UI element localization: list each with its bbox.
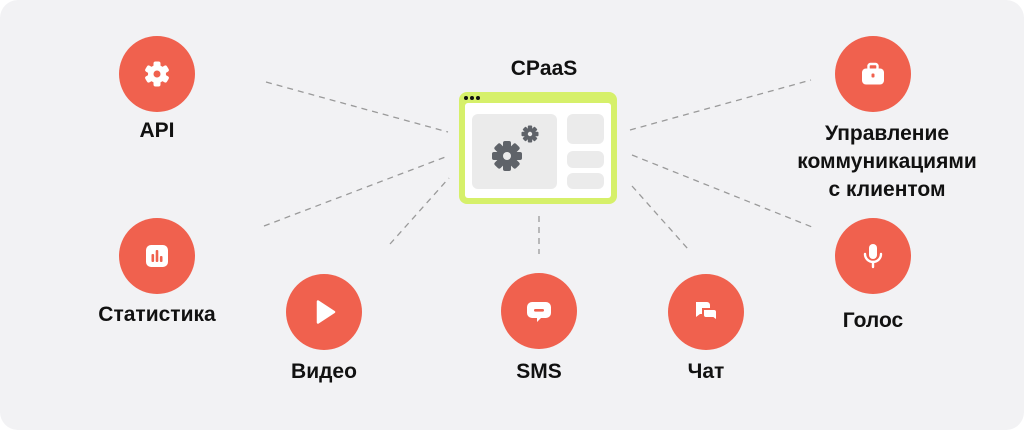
gears-icon: [492, 125, 539, 171]
gear-icon: [145, 61, 169, 87]
microphone-icon: [863, 244, 883, 269]
voice-label: Голос: [842, 309, 904, 332]
message-icon: [527, 302, 551, 322]
bar-chart-icon: [146, 245, 168, 267]
side-panel-middle: [567, 151, 604, 168]
connector-voice: [631, 154, 813, 228]
connector-stats: [263, 155, 449, 227]
window-dot: [464, 96, 468, 100]
connector-chat: [631, 185, 689, 250]
voice-node: [835, 218, 911, 294]
chat-bubbles-icon: [696, 302, 718, 323]
connector-video: [389, 177, 450, 245]
video-label: Видео: [291, 360, 357, 383]
video-node: [286, 274, 362, 350]
window-content: [465, 103, 611, 198]
cpaas-window: [459, 92, 617, 204]
connector-crm: [629, 79, 812, 131]
sms-label: SMS: [516, 360, 562, 383]
stats-node: [119, 218, 195, 294]
window-dot: [470, 96, 474, 100]
stats-label: Статистика: [98, 303, 216, 326]
main-panel: [472, 114, 557, 189]
briefcase-icon: [862, 62, 884, 85]
crm-label: Управление коммуникациями с клиентом: [797, 122, 977, 201]
window-dot: [476, 96, 480, 100]
sms-node: [501, 273, 577, 349]
cpaas-title: CPaaS: [510, 57, 578, 80]
chat-label: Чат: [687, 360, 725, 383]
connector-api: [265, 81, 449, 133]
play-icon: [316, 300, 336, 324]
crm-node: [835, 36, 911, 112]
api-node: [119, 36, 195, 112]
api-label: API: [139, 119, 175, 142]
side-panel-bottom: [567, 173, 604, 189]
chat-node: [668, 274, 744, 350]
side-panel-top: [567, 114, 604, 144]
